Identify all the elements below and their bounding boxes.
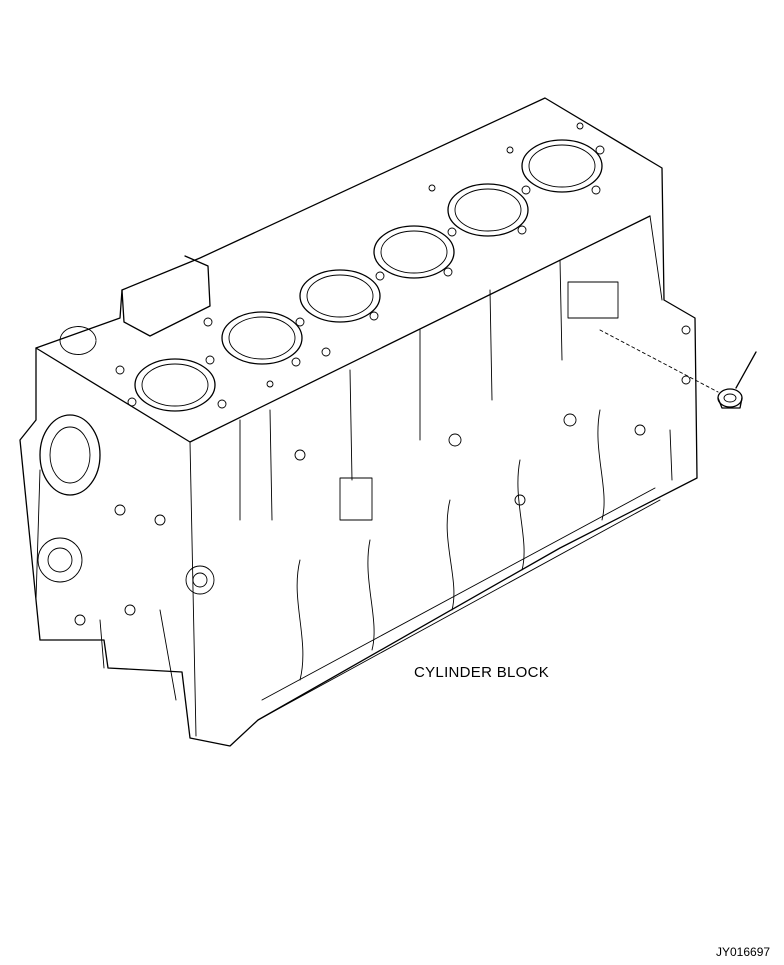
diagram-caption: CYLINDER BLOCK xyxy=(414,664,550,681)
figure-id: JY016697 xyxy=(716,945,771,959)
front-end-details xyxy=(35,326,215,701)
cylinder-bores xyxy=(134,139,603,412)
deck-holes xyxy=(115,122,605,409)
plug-part xyxy=(599,329,743,409)
leader-line xyxy=(735,351,757,389)
block-outline xyxy=(19,97,698,747)
side-face-details xyxy=(239,259,691,681)
